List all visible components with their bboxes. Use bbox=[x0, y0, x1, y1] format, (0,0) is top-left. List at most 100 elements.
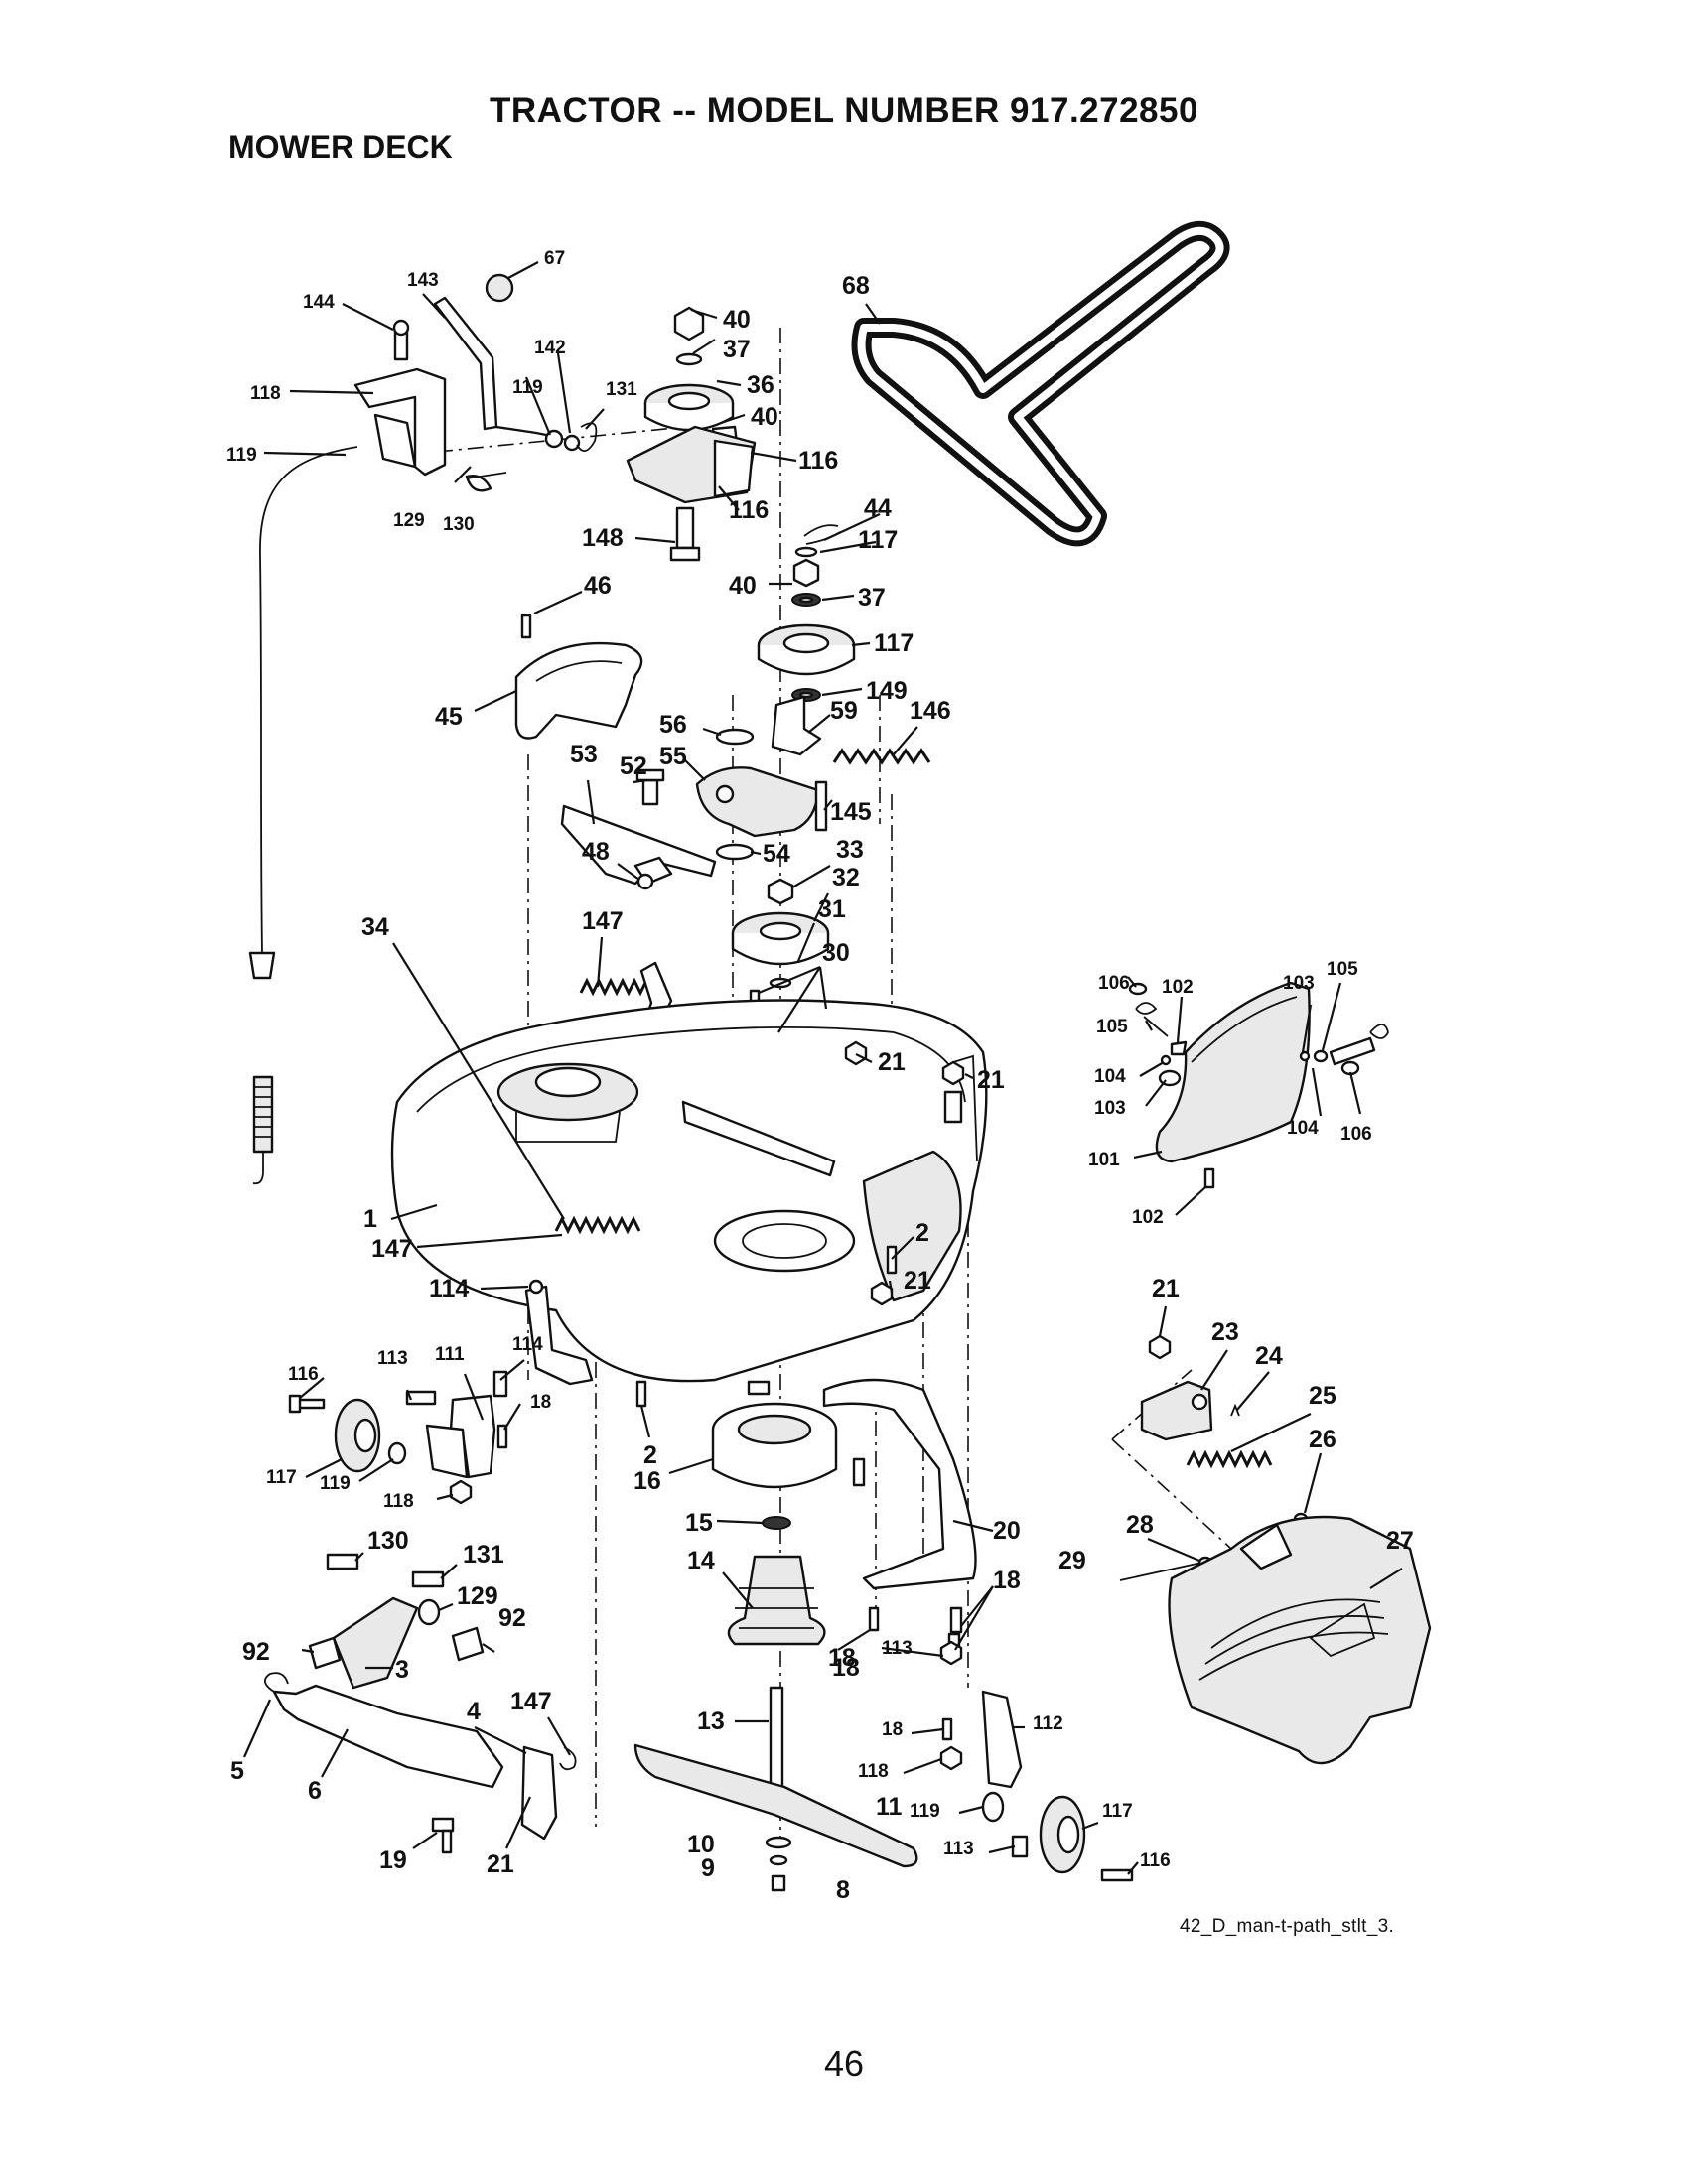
front-lift-link bbox=[822, 1378, 977, 1666]
callout-9: 9 bbox=[701, 1854, 715, 1882]
callout-144: 116 bbox=[729, 496, 769, 524]
left-gauge-wheel-assembly bbox=[288, 1370, 508, 1505]
callout-104-a: 104 bbox=[1094, 1066, 1126, 1087]
callout-2-a: 2 bbox=[915, 1219, 929, 1247]
callout-157: 143 bbox=[407, 270, 439, 291]
callout-46: 46 bbox=[584, 572, 612, 600]
blade-spindle-assembly bbox=[633, 1402, 918, 1892]
idler-pulley-stack-upper bbox=[626, 306, 757, 562]
section-title: MOWER DECK bbox=[228, 129, 453, 165]
callout-131: 131 bbox=[463, 1541, 504, 1569]
leader-lines bbox=[242, 261, 1403, 1875]
callout-118-b: 118 bbox=[383, 1491, 414, 1512]
callout-156: 142 bbox=[534, 338, 566, 358]
callout-113-a: 113 bbox=[943, 1839, 974, 1859]
right-gauge-wheel-assembly bbox=[939, 1690, 1134, 1882]
callout-153-b: 129 bbox=[393, 510, 425, 531]
callout-117-a: 117 bbox=[1102, 1801, 1133, 1822]
callout-40-a: 40 bbox=[723, 306, 751, 334]
page-number: 46 bbox=[823, 2043, 865, 2084]
callout-18-a: 18 bbox=[993, 1567, 1021, 1594]
discharge-chute-assembly bbox=[1119, 1334, 1432, 1765]
callout-117-b: 117 bbox=[266, 1467, 297, 1488]
callout-45: 44 bbox=[864, 494, 892, 522]
callout-152: 119 bbox=[226, 445, 257, 466]
callout-21-e: 21 bbox=[1152, 1275, 1180, 1302]
callout-21-c: 21 bbox=[904, 1267, 931, 1295]
callout-32: 32 bbox=[832, 864, 860, 891]
callout-18-c: 18 bbox=[882, 1719, 903, 1740]
callout-14: 14 bbox=[687, 1547, 715, 1574]
callout-67: 67 bbox=[544, 248, 565, 269]
callout-2-b: 2 bbox=[643, 1441, 657, 1469]
callout-146: 145 bbox=[830, 798, 872, 826]
callout-116-a: 116 bbox=[1140, 1850, 1171, 1871]
callout-150: 117 bbox=[858, 526, 898, 554]
callout-33: 33 bbox=[836, 836, 864, 864]
belt-guard bbox=[514, 614, 643, 740]
deck-support-bracket bbox=[524, 1279, 594, 1386]
callout-116-b: 116 bbox=[288, 1364, 319, 1385]
callout-52: 52 bbox=[620, 752, 647, 780]
callout-113-b: 113 bbox=[377, 1348, 408, 1369]
callout-114-b: 114 bbox=[512, 1334, 543, 1355]
callout-53: 53 bbox=[570, 741, 598, 768]
callout-153-a: 119 bbox=[512, 377, 543, 398]
callout-155: 131 bbox=[606, 379, 637, 400]
callout-147-a: 147 bbox=[582, 907, 624, 935]
callout-30: 30 bbox=[822, 939, 850, 967]
callout-143: 116 bbox=[798, 447, 838, 475]
callout-92-b: 92 bbox=[498, 1604, 526, 1632]
callout-15: 15 bbox=[685, 1509, 713, 1537]
callout-158: 144 bbox=[303, 292, 335, 313]
lift-lever-assembly bbox=[353, 273, 598, 492]
callout-21-b: 21 bbox=[977, 1066, 1005, 1094]
callout-37-b: 37 bbox=[858, 584, 886, 612]
callout-18-b: 18 bbox=[828, 1644, 856, 1672]
callout-24: 24 bbox=[1255, 1342, 1283, 1370]
callout-5: 5 bbox=[230, 1757, 244, 1785]
callout-105-a: 105 bbox=[1327, 959, 1358, 980]
callout-119-a: 119 bbox=[910, 1801, 940, 1822]
callout-20: 20 bbox=[993, 1517, 1021, 1545]
callout-4: 4 bbox=[467, 1698, 481, 1725]
callout-23: 23 bbox=[1211, 1318, 1239, 1346]
callout-102-a: 102 bbox=[1162, 977, 1194, 998]
callout-119-b: 119 bbox=[320, 1473, 351, 1494]
page-title: TRACTOR -- MODEL NUMBER 917.272850 bbox=[490, 91, 1198, 130]
callout-28: 28 bbox=[1126, 1511, 1154, 1539]
callout-68: 68 bbox=[842, 272, 870, 300]
callout-118-a: 118 bbox=[858, 1761, 889, 1782]
callout-13: 13 bbox=[697, 1707, 725, 1735]
callout-16: 16 bbox=[633, 1467, 661, 1495]
callout-151: 118 bbox=[250, 383, 281, 404]
callout-36: 36 bbox=[747, 371, 774, 399]
front-hanger-assembly bbox=[264, 1553, 577, 1854]
callout-31: 31 bbox=[818, 895, 846, 923]
callout-29: 29 bbox=[1058, 1547, 1086, 1574]
callout-103-a: 103 bbox=[1283, 973, 1315, 994]
callout-34: 34 bbox=[361, 913, 389, 941]
callout-labels: 144 143 67 142 119 131 118 119 129 130 4… bbox=[226, 248, 1414, 1904]
callout-147-b: 147 bbox=[371, 1235, 413, 1263]
diagram-code: 42_D_man-t-path_stlt_3. bbox=[1180, 1916, 1395, 1937]
callout-59: 59 bbox=[830, 697, 858, 725]
discharge-deflector-assembly bbox=[1128, 981, 1389, 1189]
brake-arm-assembly bbox=[560, 768, 717, 890]
callout-10: 10 bbox=[687, 1831, 715, 1858]
callout-111: 111 bbox=[435, 1344, 465, 1365]
callout-148: 146 bbox=[910, 697, 951, 725]
callout-56: 56 bbox=[659, 711, 687, 739]
deck-lift-cable bbox=[248, 446, 358, 1185]
callout-184: 149 bbox=[866, 677, 908, 705]
callout-21-a: 21 bbox=[878, 1048, 906, 1076]
callout-102-b: 102 bbox=[1132, 1207, 1164, 1228]
callout-40-b: 40 bbox=[751, 403, 778, 431]
callout-105-b: 105 bbox=[1096, 1017, 1128, 1037]
callout-19: 19 bbox=[379, 1846, 407, 1874]
callout-1: 1 bbox=[363, 1205, 377, 1233]
idler-pulley-stack-middle bbox=[757, 524, 856, 702]
callout-130: 130 bbox=[367, 1527, 409, 1555]
callout-112: 112 bbox=[1033, 1713, 1063, 1734]
